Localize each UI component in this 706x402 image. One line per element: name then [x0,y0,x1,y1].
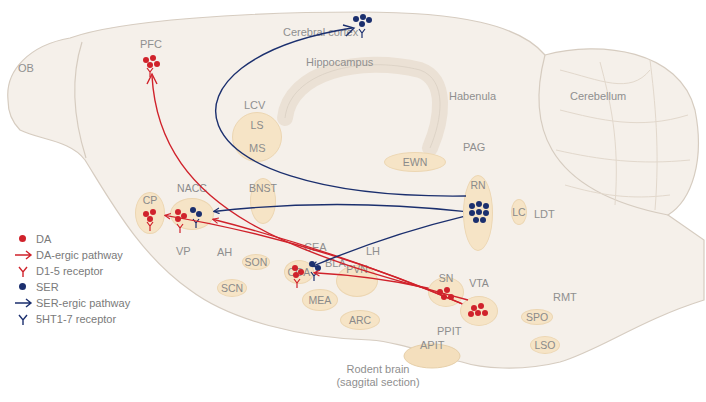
legend-row: DA-ergic pathway [14,248,174,262]
region-label: SPO [502,311,572,323]
brain-region: MEA [302,289,338,311]
region-name: Hippocampus [306,56,373,69]
brain-outline [8,12,704,368]
region-name: Cerebellum [570,90,626,103]
legend-sample-stroke [19,267,27,277]
pathway-connector [213,219,462,304]
pathway-connector [312,217,463,267]
ser-receptors [193,29,365,281]
region-label: COA [265,266,333,278]
region-name: MS [249,142,266,155]
legend-sample-stroke [15,299,31,307]
pathway-connector [165,215,462,303]
legend-sample-stroke [15,251,31,259]
da-pathway-pfc [152,76,468,300]
region-label: SON [223,256,289,268]
region-label: VTA [441,277,517,289]
brain-region: SN [428,277,464,307]
brain-region: COA [284,260,314,284]
legend-text: 5HT1-7 receptor [36,312,116,326]
legend-text: D1-5 receptor [36,264,103,278]
brain-region: CP [135,192,165,234]
cerebellum-line [539,55,668,215]
region-name: PFC [140,38,162,51]
legend-row: SER-ergic pathway [14,296,174,310]
olfactory-bulb-line [75,42,86,158]
region-name: Cerebral cortex [283,26,358,39]
region-name: BLA [325,257,346,270]
legend-row: DA [14,232,174,246]
region-label: ARC [321,314,399,326]
pathway-connector [214,204,463,211]
ser-pathway-cortex [216,28,466,196]
ser-dots [190,14,489,271]
brain-region: SON [242,254,270,270]
legend-receptor-sample [14,312,34,326]
brain-region: NACC [170,198,214,230]
brain-region: EWN [384,152,446,172]
region-label: LSO [511,339,579,351]
legend-row: SER [14,280,174,294]
brain-region: ARC [340,310,380,330]
da-receptors [147,68,300,288]
legend-sample-stroke [19,315,27,325]
hippocampus-outline [285,65,440,148]
region-label: EWN [365,156,465,168]
legend-line-sample [14,296,34,310]
region-label: NACC [151,182,233,194]
hippocampus-shape [285,65,440,148]
region-name: LCV [244,99,265,112]
region-label: BNST [231,182,295,194]
region-name: PPIT [437,325,461,338]
region-label: MEA [283,294,357,306]
brain-region: SCN [217,279,247,297]
da-arrowhead-pfc [147,74,157,84]
ser-arrowhead-cortex [343,25,354,36]
brain-region: VTA [460,296,498,326]
region-name: PAG [463,141,485,154]
legend-text: DA [36,232,51,246]
legend-line-sample [14,248,34,262]
region-name: VP [176,245,191,258]
region-name: OB [18,62,34,75]
legend-swatch [19,283,26,290]
region-name: Habenula [449,90,496,103]
region-name: LDT [534,208,555,221]
legend-row: 5HT1-7 receptor [14,312,174,326]
legend-row: D1-5 receptor [14,264,174,278]
da-dots [143,55,488,317]
legend-text: DA-ergic pathway [36,248,123,262]
region-name: AH [217,246,232,259]
cerebellum-folia [556,60,690,210]
figure-caption: Rodent brain (saggital section) [332,363,424,389]
brain-region: PVN [336,265,378,297]
brain-region: BNST [250,178,276,224]
region-label: SCN [198,282,266,294]
region-name: CEA [304,241,327,254]
region-name: LH [366,245,380,258]
brain-region: LS [232,112,282,162]
region-name: RMT [553,291,577,304]
region-name: APIT [420,339,444,352]
pathway-connector [314,273,429,288]
brain-region: LC [511,199,527,225]
legend-text: SER [36,280,59,294]
region-label: LS [213,119,301,131]
brain-region: LSO [530,336,560,354]
legend-swatch [19,235,26,242]
brain-region: SPO [521,309,553,325]
brain-region: RN [463,175,493,251]
legend-text: SER-ergic pathway [36,296,130,310]
legend-receptor-sample [14,264,34,278]
region-label: RN [444,179,512,191]
